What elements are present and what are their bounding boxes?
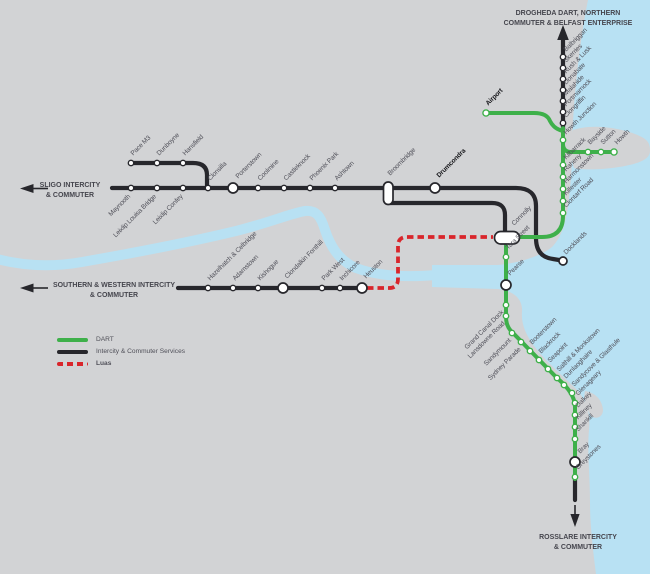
dart-station-dots	[482, 109, 618, 481]
clondalkin-fonthill-marker	[277, 282, 289, 294]
howth-branch-line	[561, 142, 617, 154]
legend-row-dart: DART	[57, 334, 185, 346]
bray-marker	[569, 456, 581, 468]
direction-arrows	[20, 25, 580, 527]
maynooth-line	[109, 185, 562, 263]
terminus-north-line1: DROGHEDA DART, NORTHERN	[515, 10, 621, 17]
terminus-label-sligo: SLIGO INTERCITY & COMMUTER	[28, 179, 112, 199]
porterstown-marker	[227, 182, 239, 194]
heuston-marker	[356, 282, 368, 294]
luas-line-swatch-icon	[57, 362, 88, 366]
west-arrow-sligo-icon	[20, 184, 34, 193]
west-arrow-southwest-icon	[20, 283, 34, 293]
map-legend: DART Intercity & Commuter Services Luas	[57, 334, 185, 370]
terminus-label-southwest: SOUTHERN & WESTERN INTERCITY & COMMUTER	[48, 279, 180, 299]
connolly-interchange-marker	[493, 230, 521, 245]
terminus-sligo-line2: & COMMUTER	[45, 192, 95, 199]
terminus-north-line2: COMMUTER & BELFAST ENTERPRISE	[503, 20, 633, 27]
sea-shape	[432, 0, 650, 574]
dun-laoghaire-harbour	[584, 391, 603, 418]
terminus-southwest-line1: SOUTHERN & WESTERN INTERCITY	[52, 282, 176, 289]
south-arrow-icon	[570, 514, 580, 527]
airport-spur-line	[484, 111, 565, 133]
north-arrow-icon	[557, 25, 569, 40]
pearse-marker	[500, 279, 512, 291]
m3-branch-line	[128, 160, 210, 189]
broombridge-connolly-line	[387, 200, 508, 236]
river-liffey	[0, 205, 441, 282]
terminus-rosslare-line2: & COMMUTER	[553, 544, 603, 551]
legend-row-luas: Luas	[57, 358, 185, 370]
dart-line-swatch-icon	[57, 338, 88, 342]
intercity-line-swatch-icon	[57, 350, 88, 354]
terminus-label-north: DROGHEDA DART, NORTHERN COMMUTER & BELFA…	[478, 7, 650, 27]
terminus-southwest-line2: & COMMUTER	[89, 292, 139, 299]
terminus-label-rosslare: ROSSLARE INTERCITY & COMMUTER	[508, 531, 648, 551]
legend-row-intercity: Intercity & Commuter Services	[57, 346, 185, 358]
major-station-markers	[227, 181, 581, 468]
broombridge-interchange-marker	[382, 181, 394, 206]
intercity-station-dots	[127, 53, 567, 292]
legend-label: Intercity & Commuter Services	[96, 347, 186, 355]
terminus-rosslare-line1: ROSSLARE INTERCITY	[539, 534, 617, 541]
terminus-sligo-line1: SLIGO INTERCITY	[39, 182, 101, 189]
legend-label: DART	[96, 335, 114, 343]
legend-label: Luas	[96, 359, 112, 367]
luas-line	[367, 235, 493, 290]
docklands-marker	[558, 256, 568, 266]
howth-peninsula	[570, 126, 650, 170]
dart-north-line	[517, 126, 565, 239]
drumcondra-marker	[429, 182, 441, 194]
